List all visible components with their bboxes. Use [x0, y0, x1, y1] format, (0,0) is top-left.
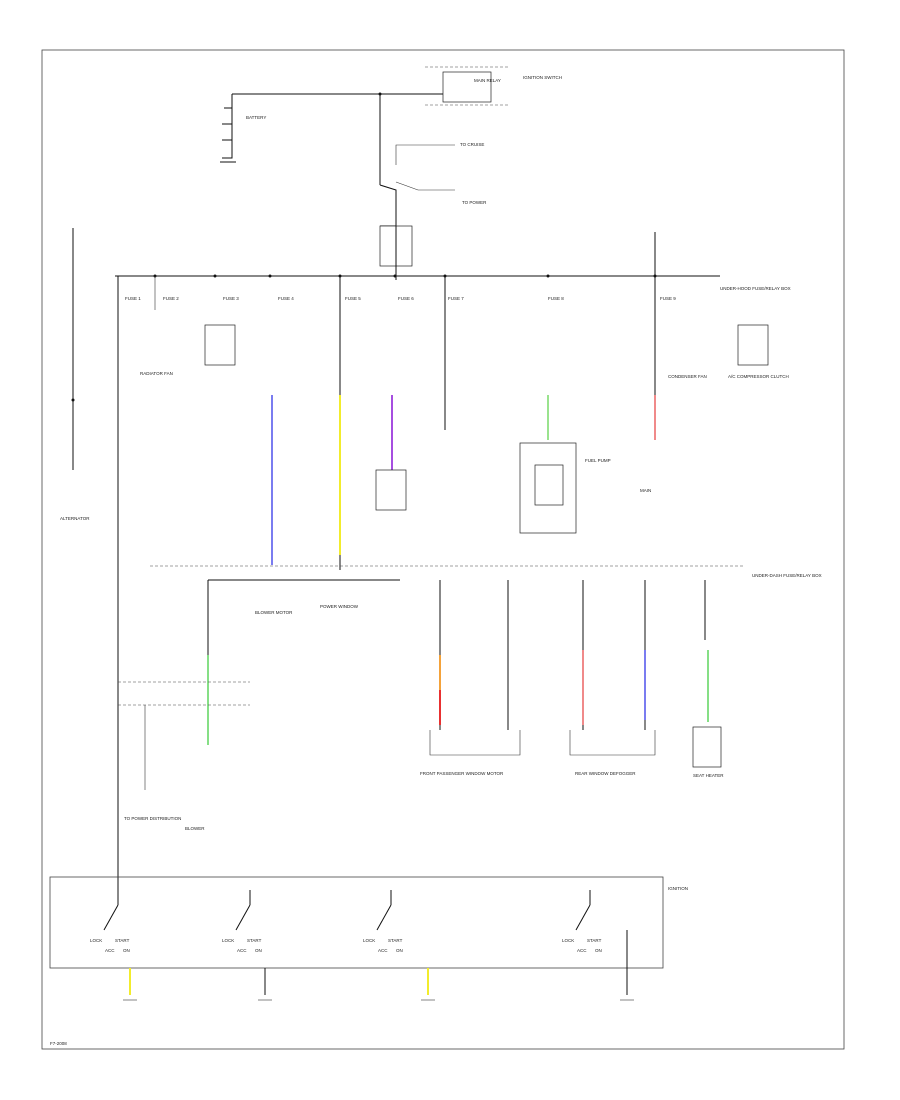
on-label-3: ON [396, 948, 403, 953]
fuel-pump-box [519, 442, 577, 534]
seat-heater-label: SEAT HEATER [693, 773, 724, 778]
on-label-2: ON [255, 948, 262, 953]
svg-text:FUSE 1: FUSE 1 [125, 296, 141, 301]
svg-text:FUSE 3: FUSE 3 [223, 296, 239, 301]
start-label-1: START [115, 938, 130, 943]
battery-symbol [220, 107, 236, 163]
front-passenger-window-label: FRONT PASSENGER WINDOW MOTOR [420, 771, 504, 776]
svg-text:FUSE 6: FUSE 6 [398, 296, 414, 301]
acc-label-1: ACC [105, 948, 115, 953]
diagram-frame [41, 49, 845, 1050]
acc-label-4: ACC [577, 948, 587, 953]
start-label-2: START [247, 938, 262, 943]
lock-label-2: LOCK [222, 938, 234, 943]
start-label-4: START [587, 938, 602, 943]
seat-heater-box [692, 726, 722, 768]
ignition-switch-box [49, 876, 664, 969]
fuel-pump-inner [534, 464, 564, 506]
fuel-pump-label: FUEL PUMP [585, 458, 611, 463]
ignition-label: IGNITION [668, 886, 688, 891]
footer-code: F7-2008 [50, 1041, 67, 1046]
svg-text:FUSE 8: FUSE 8 [548, 296, 564, 301]
blower-motor-label: BLOWER MOTOR [255, 610, 293, 615]
svg-text:FUSE 7: FUSE 7 [448, 296, 464, 301]
to-power-distribution-label: TO POWER DISTRIBUTION [124, 816, 181, 821]
svg-text:FUSE 2: FUSE 2 [163, 296, 179, 301]
ignition-switch-ref-label: IGNITION SWITCH [523, 75, 562, 80]
condenser-fan-label: CONDENSER FAN [668, 374, 707, 379]
lock-label-4: LOCK [562, 938, 574, 943]
acc-label-2: ACC [237, 948, 247, 953]
ac-compressor-label: A/C COMPRESSOR CLUTCH [728, 374, 789, 379]
under-dash-fuse-label: UNDER-DASH FUSE/RELAY BOX [752, 573, 822, 578]
ac-compressor-box [737, 324, 769, 366]
svg-text:BLOWER: BLOWER [185, 826, 205, 831]
under-hood-fuse-label: UNDER-HOOD FUSE/RELAY BOX [720, 286, 791, 291]
radiator-fan-relay-box [204, 324, 236, 366]
on-label-1: ON [123, 948, 130, 953]
svg-text:FUSE 9: FUSE 9 [660, 296, 676, 301]
rear-defogger-box [375, 469, 407, 511]
svg-text:MAIN: MAIN [640, 488, 651, 493]
power-window-label: POWER WINDOW [320, 604, 359, 609]
top-section: MAIN RELAY IGNITION SWITCH BATTERY TO CR… [220, 66, 562, 280]
battery-label: BATTERY [246, 115, 266, 120]
acc-label-3: ACC [378, 948, 388, 953]
main-relay-label: MAIN RELAY [474, 78, 501, 83]
svg-text:TO POWER: TO POWER [462, 200, 487, 205]
svg-text:FUSE 4: FUSE 4 [278, 296, 294, 301]
fuse-bus: FUSE 1 FUSE 2 FUSE 3 FUSE 4 FUSE 5 FUSE … [115, 232, 791, 880]
second-bus: UNDER-DASH FUSE/RELAY BOX BLOWER MOTOR P… [118, 565, 822, 831]
main-relay-box [442, 71, 492, 103]
colored-wires: FUEL PUMP MAIN [271, 395, 656, 565]
lock-label-1: LOCK [90, 938, 102, 943]
start-label-3: START [388, 938, 403, 943]
radiator-fan-label: RADIATOR FAN [140, 371, 173, 376]
svg-text:FUSE 5: FUSE 5 [345, 296, 361, 301]
ignition-switch: IGNITION LOCK START LOCK START LOCK STAR… [49, 876, 688, 1001]
alternator-label: ALTERNATOR [60, 516, 90, 521]
on-label-4: ON [595, 948, 602, 953]
svg-text:TO CRUISE: TO CRUISE [460, 142, 484, 147]
alternator-feed: ALTERNATOR [60, 228, 90, 521]
lock-label-3: LOCK [363, 938, 375, 943]
rear-window-defogger-label: REAR WINDOW DEFOGGER [575, 771, 636, 776]
